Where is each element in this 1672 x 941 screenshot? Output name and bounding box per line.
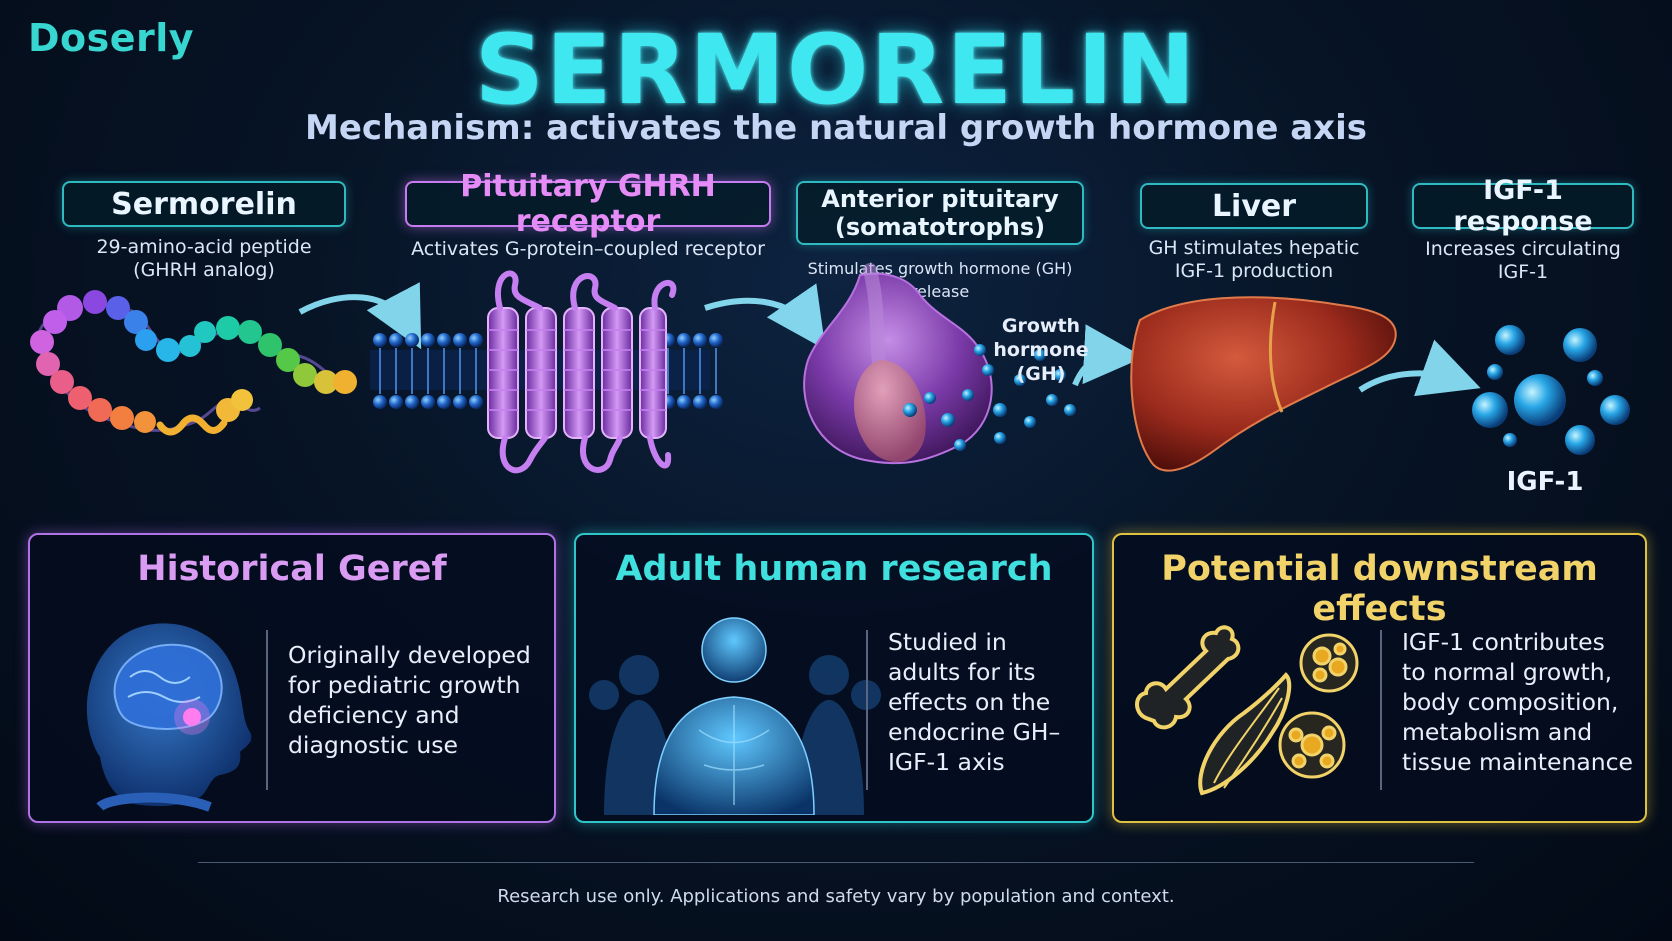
igf1-particles (1472, 325, 1630, 455)
brand-logo: Doserly (28, 16, 195, 60)
pituitary-gland-icon (803, 263, 993, 465)
step-receptor-desc: Activates G-protein–coupled receptor (405, 238, 771, 261)
panel-text-line: deficiency and (288, 701, 460, 729)
step-sermorelin-desc-line2: (GHRH analog) (133, 259, 275, 281)
panel-historical-geref: Historical Geref Originally developed fo… (28, 533, 556, 823)
panel-divider (866, 630, 868, 790)
flow-arrow-4 (1358, 339, 1481, 397)
panel-adult-research-title: Adult human research (615, 549, 1053, 589)
panel-text-line: to normal growth, (1402, 658, 1613, 686)
panel-text-line: body composition, (1402, 688, 1619, 716)
panel-adult-research: Adult human research Studied in adults f… (574, 533, 1094, 823)
step-pituitary-label: Anterior pituitary (somatotrophs) (796, 181, 1084, 245)
step-igf1-label: IGF-1 response (1412, 175, 1634, 237)
panel-text-line: IGF-1 contributes (1402, 628, 1605, 656)
page-title: SERMORELIN (474, 14, 1198, 126)
membrane-receptor-icon (370, 270, 723, 474)
igf1-label: IGF-1 (1506, 467, 1584, 497)
step-sermorelin-desc: 29-amino-acid peptide (GHRH analog) (62, 236, 346, 282)
footer-disclaimer: Research use only. Applications and safe… (497, 886, 1175, 907)
panel-text-line: diagnostic use (288, 731, 459, 759)
step-liver-desc-line2: IGF-1 production (1174, 260, 1334, 282)
gh-particles (903, 344, 1076, 451)
panel-text-line: for pediatric growth (288, 671, 521, 699)
flow-arrow-2 (704, 283, 826, 350)
peptide-chain-icon (30, 290, 357, 436)
panel-divider (1380, 630, 1382, 790)
panel-text-line: adults for its (888, 658, 1036, 686)
step-pituitary-label-line1: Anterior pituitary (821, 185, 1059, 213)
gh-label: Growth hormone (GH) (966, 314, 1116, 386)
step-pituitary-label-line2: (somatotrophs) (834, 213, 1046, 241)
panel-downstream-effects: Potential downstream effects IGF-1 contr… (1112, 533, 1647, 823)
page-subtitle: Mechanism: activates the natural growth … (305, 108, 1367, 148)
panel-downstream-effects-title: Potential downstream effects (1161, 549, 1598, 629)
step-igf1-desc-line1: Increases circulating (1425, 238, 1621, 260)
panel-text-line: IGF-1 axis (888, 748, 1005, 776)
panel-text-line: tissue maintenance (1402, 748, 1634, 776)
step-sermorelin-label: Sermorelin (62, 181, 346, 227)
child-brain-icon (86, 623, 252, 812)
step-liver-label: Liver (1140, 183, 1368, 229)
liver-icon (1130, 296, 1397, 472)
step-receptor-label: Pituitary GHRH receptor (405, 169, 771, 239)
step-receptor-desc-line1: Activates G-protein–coupled receptor (411, 238, 765, 260)
panel-historical-geref-text: Originally developed for pediatric growt… (288, 640, 531, 760)
gh-label-line1: Growth hormone (993, 315, 1089, 361)
panel-text-line: endocrine GH– (888, 718, 1061, 746)
step-liver-desc: GH stimulates hepatic IGF-1 production (1120, 237, 1388, 283)
gh-label-line2: (GH) (1016, 363, 1066, 385)
flow-arrow-3 (1072, 324, 1144, 387)
panel-divider (266, 630, 268, 790)
panel-text-line: metabolism and (1402, 718, 1593, 746)
step-igf1-desc-line2: IGF-1 (1497, 261, 1549, 283)
bone-muscle-cell-icon (1135, 625, 1359, 796)
flow-arrow-1 (298, 282, 422, 350)
panel-text-line: effects on the (888, 688, 1051, 716)
panel-text-line: Originally developed (288, 641, 531, 669)
step-liver-desc-line1: GH stimulates hepatic (1148, 237, 1360, 259)
panel-text-line: Studied in (888, 628, 1007, 656)
footer-divider (198, 862, 1474, 863)
mechanism-diagram (30, 263, 1630, 474)
step-sermorelin-desc-line1: 29-amino-acid peptide (96, 236, 312, 258)
panel-historical-geref-title: Historical Geref (137, 549, 447, 589)
panel-adult-research-text: Studied in adults for its effects on the… (888, 627, 1060, 777)
step-igf1-desc: Increases circulating IGF-1 (1402, 238, 1644, 284)
panel-downstream-effects-text: IGF-1 contributes to normal growth, body… (1402, 627, 1633, 777)
adult-figures-icon (589, 617, 881, 815)
